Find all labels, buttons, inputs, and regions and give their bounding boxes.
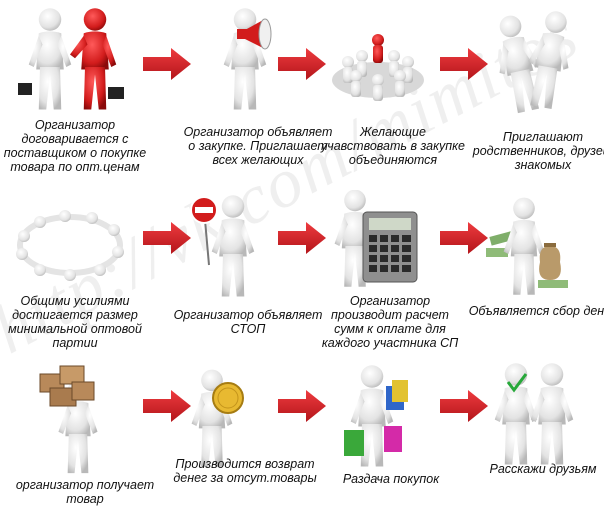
step-5-caption: Общими усилиями достигается размер миним… [8, 294, 142, 350]
arrow-icon [143, 390, 191, 422]
arrow-icon [143, 48, 191, 80]
invite-icon [488, 7, 578, 116]
handshake-icon [18, 8, 124, 110]
step-4-caption: Приглашают родственников, друзей, знаком… [472, 130, 604, 172]
step-12-caption: Расскажи друзьям [489, 462, 597, 476]
step-8-caption: Объявляется сбор денег [468, 304, 604, 318]
arrow-icon [278, 222, 326, 254]
arrow-icon [440, 48, 488, 80]
circle-of-people-icon [16, 210, 124, 281]
shopping-bags-icon [344, 365, 408, 467]
crowd-icon [332, 34, 424, 101]
step-2-caption: Организатор объявляет о закупке. Приглаш… [183, 125, 333, 167]
step-9-caption: организатор получает товар [15, 478, 155, 506]
friends-icon [494, 363, 574, 465]
step-11-caption: Раздача покупок [342, 472, 440, 486]
arrow-icon [440, 390, 488, 422]
money-bag-icon [486, 197, 568, 295]
megaphone-icon [223, 8, 272, 110]
arrow-icon [278, 390, 326, 422]
step-10-caption: Производится возврат денег за отсут.това… [173, 457, 317, 485]
stop-sign-icon [190, 195, 255, 297]
arrow-icon [278, 48, 326, 80]
step-1-caption: Организатор договаривается с поставщиком… [3, 118, 147, 174]
coin-icon [191, 369, 244, 467]
calculator-icon [334, 190, 418, 287]
arrow-icon [440, 222, 488, 254]
boxes-icon [39, 365, 98, 474]
step-3-caption: Желающие учавствовать в закупке объединя… [321, 125, 465, 167]
step-6-caption: Организатор объявляет СТОП [173, 308, 323, 336]
step-7-caption: Организатор производит расчет сумм к опл… [321, 294, 459, 350]
arrow-icon [143, 222, 191, 254]
